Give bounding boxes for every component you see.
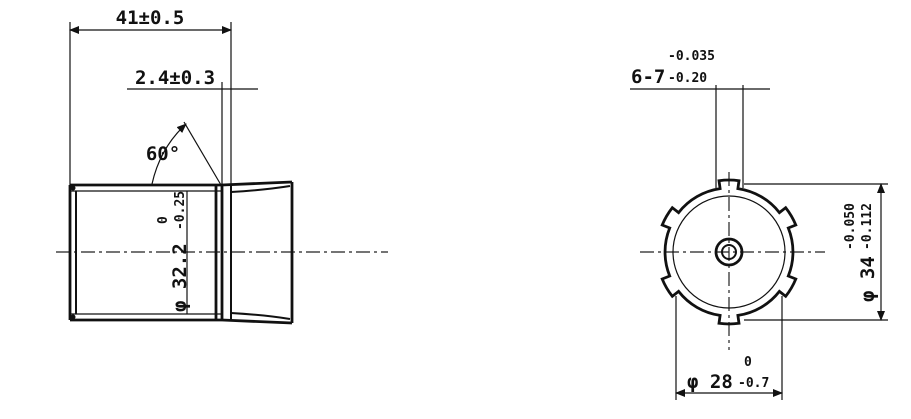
slot-width-tol-lower: -0.20 [668,71,707,86]
outer-dia-dimension: φ 34 -0.050 -0.112 [744,183,888,321]
side-view-body [68,180,294,325]
angle-annotation: 60° [146,121,222,186]
slot-width-tol-upper: -0.035 [668,49,715,64]
length-dimension: 41±0.5 [69,7,232,185]
end-view: 6-7 -0.035 -0.20 φ 34 -0.050 -0.112 φ 28… [630,49,888,400]
inner-circle [672,195,786,309]
side-view: 41±0.5 2.4±0.3 60° φ 32.2 0 -0.25 [56,7,388,325]
length-dim-label: 41±0.5 [116,7,185,29]
slot-width-dimension: 6-7 -0.035 -0.20 [630,49,770,188]
bore-dimension: φ 32.2 0 -0.25 [156,191,191,312]
outer-dia-tol-upper: -0.050 [843,203,858,250]
face-dimension: 2.4±0.3 [127,67,258,185]
inner-dia-dimension: φ 28 0 -0.7 [675,296,783,400]
angle-label: 60° [146,143,180,165]
outer-dia-tol-lower: -0.112 [860,203,875,250]
hub-outer [714,237,744,267]
spline-profile [660,178,798,326]
bore-tol-upper: 0 [156,216,171,224]
face-dim-label: 2.4±0.3 [135,67,215,89]
slot-width-base: 6-7 [631,66,665,88]
inner-dia-label: φ 28 [687,371,733,393]
inner-dia-tol-upper: 0 [744,355,752,370]
bore-dim-label: φ 32.2 [169,243,191,312]
inner-dia-tol-lower: -0.7 [738,376,769,391]
bore-tol-lower: -0.25 [173,191,188,230]
outer-dia-label: φ 34 [857,256,879,302]
hub-inner [721,244,737,260]
